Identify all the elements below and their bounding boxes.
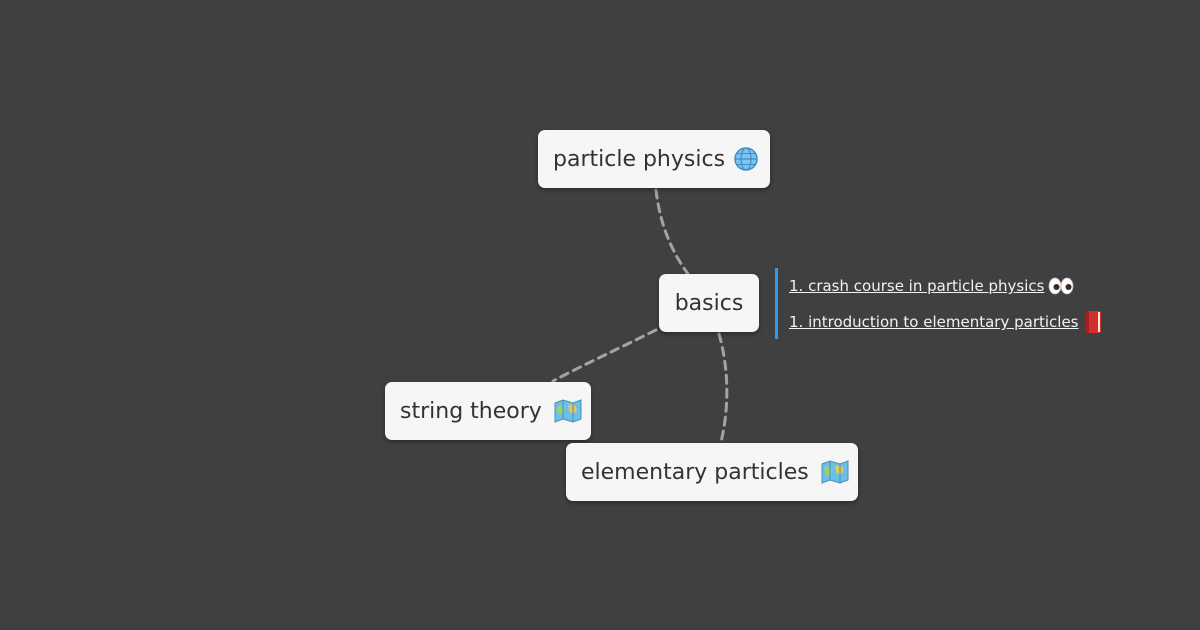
red-book-icon <box>1083 310 1103 334</box>
globe-icon <box>733 146 759 172</box>
node-basics[interactable]: basics <box>659 274 759 332</box>
node-label: particle physics <box>553 146 726 172</box>
node-label: basics <box>674 290 744 316</box>
eyes-icon <box>1048 276 1074 296</box>
node-label: string theory <box>400 398 542 424</box>
node-elementary-particles[interactable]: elementary particles <box>566 443 858 501</box>
note-link-label: 1. crash course in particle physics <box>789 277 1045 295</box>
edge-basics-string-theory <box>551 328 658 383</box>
node-note: 1. crash course in particle physics 1. i… <box>775 268 1103 339</box>
map-icon <box>554 399 582 423</box>
edge-particle-physics-basics <box>654 188 690 276</box>
note-link-introduction[interactable]: 1. introduction to elementary particles <box>789 304 1103 340</box>
node-label: elementary particles <box>581 459 809 485</box>
note-link-label: 1. introduction to elementary particles <box>789 313 1079 331</box>
node-particle-physics[interactable]: particle physics <box>538 130 770 188</box>
note-link-crash-course[interactable]: 1. crash course in particle physics <box>789 268 1103 304</box>
edge-basics-elementary-particles <box>717 332 729 444</box>
node-string-theory[interactable]: string theory <box>385 382 591 440</box>
map-icon <box>821 460 849 484</box>
